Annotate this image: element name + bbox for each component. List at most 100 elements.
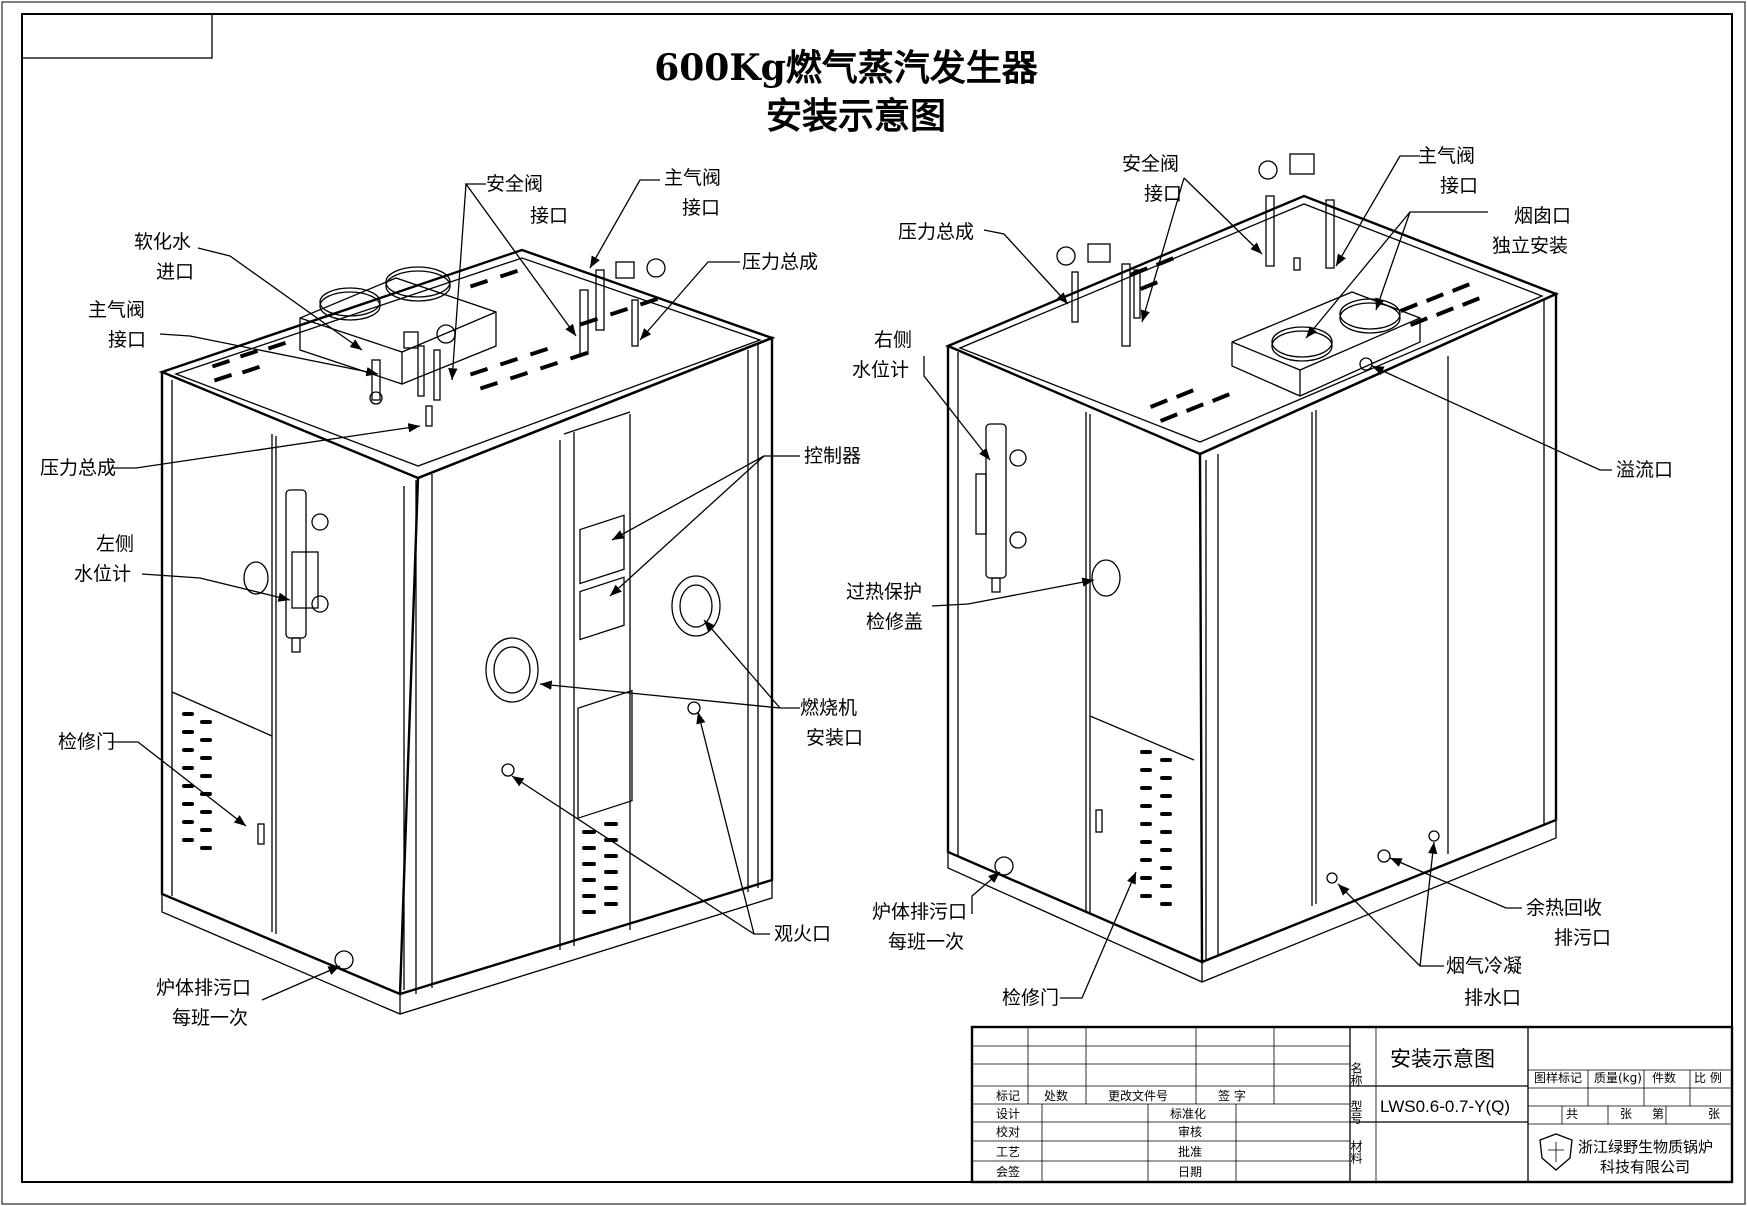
right-top-vents — [1129, 256, 1481, 423]
tb-approve: 批准 — [1178, 1144, 1202, 1159]
right-boiler-view — [944, 153, 1560, 983]
tb-scale: 比 例 — [1694, 1071, 1722, 1085]
title-block: 标记 处数 更改文件号 签 字 设计 校对 工艺 会签 标准化 审核 批准 日期… — [970, 1025, 1734, 1184]
left-top-panel — [158, 248, 776, 480]
label-right-drain-2: 每班一次 — [888, 931, 964, 953]
tb-process: 工艺 — [996, 1145, 1020, 1159]
right-top-valves — [1056, 153, 1335, 347]
left-chimney-2 — [385, 270, 451, 302]
tb-sheet-total: 共 — [1566, 1107, 1578, 1121]
label-right-drain: 炉体排污口 — [872, 901, 967, 923]
label-right-main-valve: 主气阀 — [1418, 145, 1475, 167]
right-chimney-box — [1231, 291, 1421, 397]
tb-model-value: LWS0.6-0.7-Y(Q) — [1380, 1097, 1510, 1116]
label-right-overflow: 溢流口 — [1616, 459, 1673, 481]
shield-logo-icon — [1539, 1133, 1573, 1171]
tb-name-value: 安装示意图 — [1390, 1047, 1495, 1071]
label-left-softened-water-2: 进口 — [156, 261, 194, 283]
left-water-gauge — [285, 489, 329, 653]
label-right-overheat: 过热保护 — [846, 581, 922, 603]
left-view-labels: 安全阀 接口 主气阀 接口 软化水 进口 压力总成 主气阀 接口 压力总成 控制… — [40, 167, 863, 1029]
tb-rev-count: 处数 — [1044, 1088, 1068, 1103]
label-right-water-gauge-2: 水位计 — [852, 359, 909, 381]
tb-model-label: 型号 — [1349, 1100, 1363, 1124]
tb-countersign: 会签 — [996, 1164, 1020, 1179]
right-condensate-port-1 — [1326, 872, 1338, 884]
label-left-main-valve-top-2: 接口 — [682, 197, 720, 219]
tb-date: 日期 — [1178, 1165, 1202, 1179]
tb-material-label: 材料 — [1349, 1140, 1363, 1164]
right-condensate-port-2 — [1428, 830, 1440, 842]
label-left-water-gauge-2: 水位计 — [74, 563, 131, 585]
label-right-safety-valve-2: 接口 — [1144, 183, 1182, 205]
tb-sheet-no: 第 — [1652, 1107, 1664, 1121]
right-view-labels: 安全阀 接口 主气阀 接口 压力总成 烟囱口 独立安装 右侧 水位计 溢流口 过… — [846, 145, 1673, 1009]
label-right-water-gauge: 右侧 — [874, 329, 912, 351]
corner-box — [21, 13, 213, 59]
tb-rev-sign: 签 字 — [1218, 1088, 1246, 1103]
tb-design: 设计 — [996, 1107, 1020, 1121]
right-water-gauge — [975, 423, 1027, 593]
label-left-pressure-top: 压力总成 — [742, 251, 818, 273]
right-heat-recovery-port — [1377, 849, 1391, 863]
label-left-burner-2: 安装口 — [806, 727, 863, 749]
label-left-main-valve: 主气阀 — [88, 299, 145, 321]
left-burner-port-1 — [485, 637, 539, 703]
tb-name-label: 名称 — [1349, 1061, 1363, 1086]
left-sight-port-1 — [501, 763, 515, 777]
label-left-softened-water: 软化水 — [134, 231, 191, 253]
tb-company-2: 科技有限公司 — [1600, 1158, 1690, 1176]
left-front-face — [399, 336, 774, 996]
left-leader-lines — [108, 179, 800, 1001]
right-leader-lines — [923, 155, 1612, 999]
right-chimney-2 — [1339, 302, 1401, 334]
label-left-drain: 炉体排污口 — [156, 977, 251, 999]
right-side-vents — [1140, 750, 1172, 906]
left-base — [161, 880, 773, 1015]
left-front-vents — [582, 822, 618, 914]
left-side-vents — [182, 712, 212, 850]
label-left-burner: 燃烧机 — [800, 697, 857, 719]
label-left-drain-2: 每班一次 — [172, 1007, 248, 1029]
right-front-face — [1199, 292, 1558, 964]
right-left-face — [946, 346, 1204, 964]
left-lower-panel — [577, 689, 633, 820]
left-controller-panel-1 — [579, 514, 625, 585]
left-drain-port — [334, 950, 354, 970]
tb-drawing-mark: 图样标记 — [1534, 1070, 1582, 1085]
drawing-title: 600Kg燃气蒸汽发生器 — [654, 47, 1039, 89]
label-right-condensate-2: 排水口 — [1464, 987, 1521, 1009]
label-left-safety-valve-2: 接口 — [530, 205, 568, 227]
label-left-service-door: 检修门 — [58, 731, 115, 753]
left-top-valves — [369, 258, 666, 427]
tb-sheet-unit-1: 张 — [1620, 1107, 1632, 1121]
right-chimney-1 — [1271, 330, 1333, 362]
tb-standard: 标准化 — [1170, 1107, 1206, 1121]
left-overheat-cover — [243, 561, 269, 595]
tb-mass: 质量(kg) — [1594, 1071, 1642, 1085]
label-right-overheat-2: 检修盖 — [866, 611, 923, 633]
label-right-chimney: 烟囱口 — [1514, 205, 1571, 227]
right-top-panel — [944, 194, 1560, 456]
right-door-handle — [1095, 809, 1103, 833]
label-left-main-valve-2: 接口 — [108, 329, 146, 351]
tb-company-1: 浙江绿野生物质锅炉 — [1578, 1138, 1713, 1156]
label-right-safety-valve: 安全阀 — [1122, 153, 1179, 175]
tb-review: 审核 — [1178, 1124, 1202, 1139]
label-right-pressure: 压力总成 — [898, 221, 974, 243]
left-chimney-1 — [319, 291, 381, 321]
right-overheat-cover — [1091, 559, 1121, 597]
label-left-pressure: 压力总成 — [40, 457, 116, 479]
label-right-chimney-2: 独立安装 — [1492, 235, 1568, 257]
label-left-sight-port: 观火口 — [774, 923, 831, 945]
tb-check: 校对 — [996, 1124, 1020, 1139]
label-left-water-gauge: 左侧 — [96, 533, 134, 555]
inner-frame — [21, 13, 1733, 1183]
label-left-controller: 控制器 — [804, 445, 861, 467]
left-top-vents — [211, 269, 659, 391]
tb-rev-doc: 更改文件号 — [1108, 1088, 1168, 1103]
left-left-face — [160, 372, 420, 996]
label-right-main-valve-2: 接口 — [1440, 175, 1478, 197]
